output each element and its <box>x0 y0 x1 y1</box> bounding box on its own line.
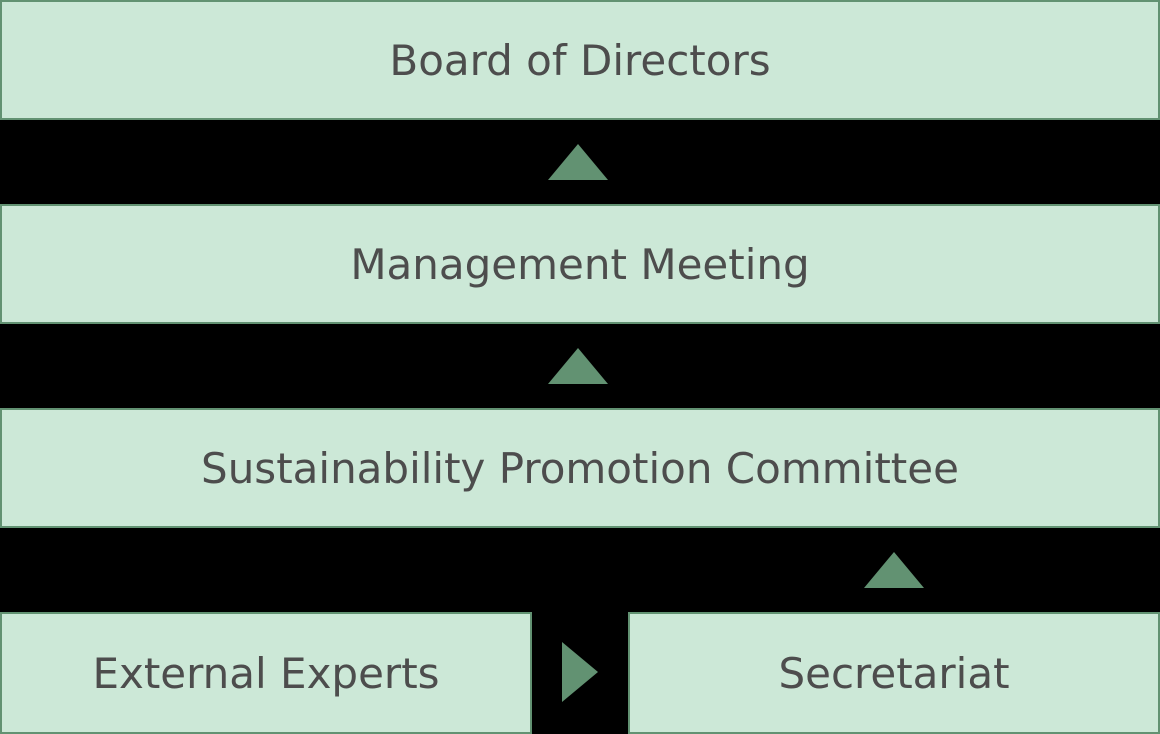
board-of-directors-box: Board of Directors <box>0 0 1160 120</box>
secretariat-label: Secretariat <box>778 648 1010 698</box>
arrow-up-icon <box>864 552 924 588</box>
board-of-directors-label: Board of Directors <box>389 35 771 85</box>
external-experts-label: External Experts <box>92 648 440 698</box>
arrow-right-icon <box>562 642 598 702</box>
management-meeting-box: Management Meeting <box>0 204 1160 324</box>
arrow-up-icon <box>548 348 608 384</box>
sustainability-committee-box: Sustainability Promotion Committee <box>0 408 1160 528</box>
management-meeting-label: Management Meeting <box>350 239 810 289</box>
secretariat-box: Secretariat <box>628 612 1160 734</box>
arrow-up-icon <box>548 144 608 180</box>
sustainability-committee-label: Sustainability Promotion Committee <box>201 443 959 493</box>
external-experts-box: External Experts <box>0 612 532 734</box>
